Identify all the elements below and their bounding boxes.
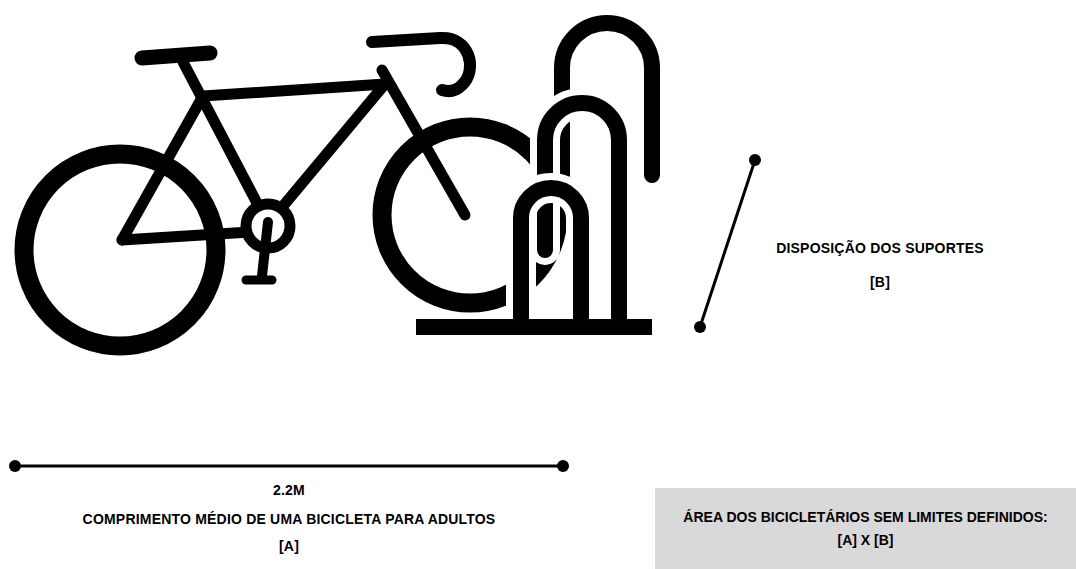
band-heading: ÁREA DOS BICICLETÁRIOS SEM LIMITES DEFIN… xyxy=(683,506,1047,528)
saddle xyxy=(142,53,210,58)
band-formula: [A] X [B] xyxy=(838,529,894,551)
dimension-letter: [B] xyxy=(870,275,890,290)
handlebar xyxy=(372,38,470,91)
crank-arm xyxy=(262,222,268,276)
rear-wheel xyxy=(24,154,216,346)
dimension-title: DISPOSIÇÃO DOS SUPORTES xyxy=(776,241,984,256)
rack-stands xyxy=(416,23,652,327)
dimension-letter: [A] xyxy=(279,539,299,554)
dimension-caption: COMPRIMENTO MÉDIO DE UMA BICICLETA PARA … xyxy=(83,512,496,527)
pedal xyxy=(246,276,272,285)
bike-frame xyxy=(122,62,465,240)
dimension-b xyxy=(694,154,761,333)
dimension-value: 2.2M xyxy=(273,483,305,498)
summary-band: ÁREA DOS BICICLETÁRIOS SEM LIMITES DEFIN… xyxy=(655,488,1076,569)
dimension-a xyxy=(9,460,569,472)
